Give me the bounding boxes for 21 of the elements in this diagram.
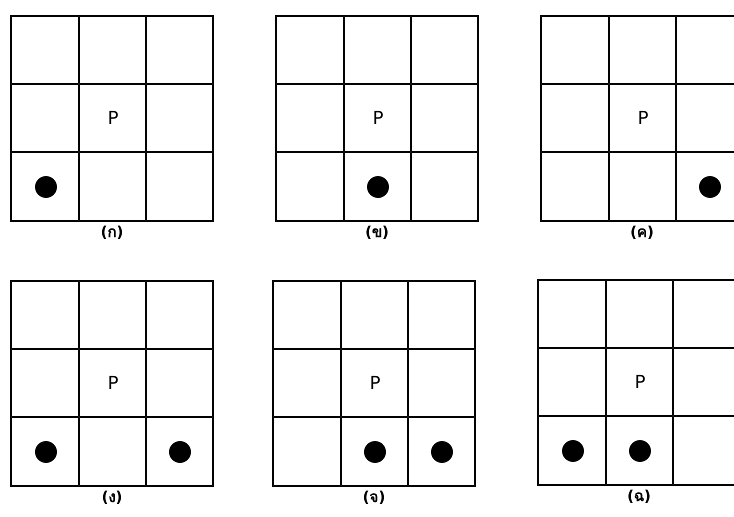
dot-marker [169,441,191,463]
position-letter: P [372,109,384,129]
dot-marker [35,441,57,463]
figure-label: (ง) [102,487,122,507]
figure-label: (ข) [365,222,389,242]
dot-marker [629,440,651,462]
figure-label: (จ) [362,487,386,507]
dot-marker [699,176,721,198]
position-letter: P [634,373,646,393]
position-letter: P [108,374,118,394]
figure-label: (ฉ) [627,486,651,506]
dot-marker [367,176,389,198]
dot-marker [431,441,453,463]
figure-label: (ก) [100,222,124,242]
dot-marker [562,440,584,462]
position-letter: P [108,109,118,129]
dot-marker [35,176,57,198]
position-letter: P [370,374,380,394]
dot-marker [364,441,386,463]
figure-label: (ค) [630,222,654,242]
position-letter: P [638,109,648,129]
